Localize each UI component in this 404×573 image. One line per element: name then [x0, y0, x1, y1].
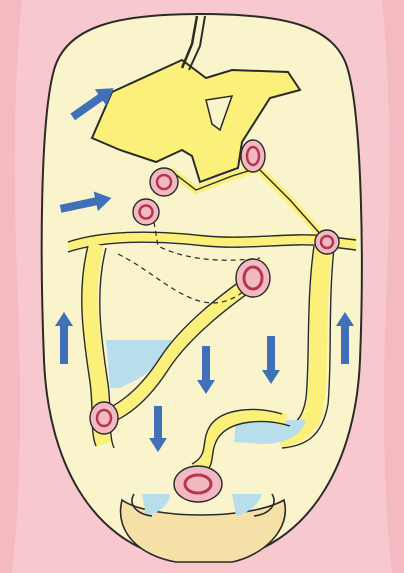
node-left-upper	[150, 168, 178, 196]
node-pelvic	[174, 466, 222, 502]
node-left-lower-pair	[133, 199, 159, 225]
node-right-pocket	[315, 230, 339, 254]
node-upper-center	[241, 140, 265, 172]
node-center	[236, 259, 270, 297]
node-left-bottom	[90, 402, 118, 434]
